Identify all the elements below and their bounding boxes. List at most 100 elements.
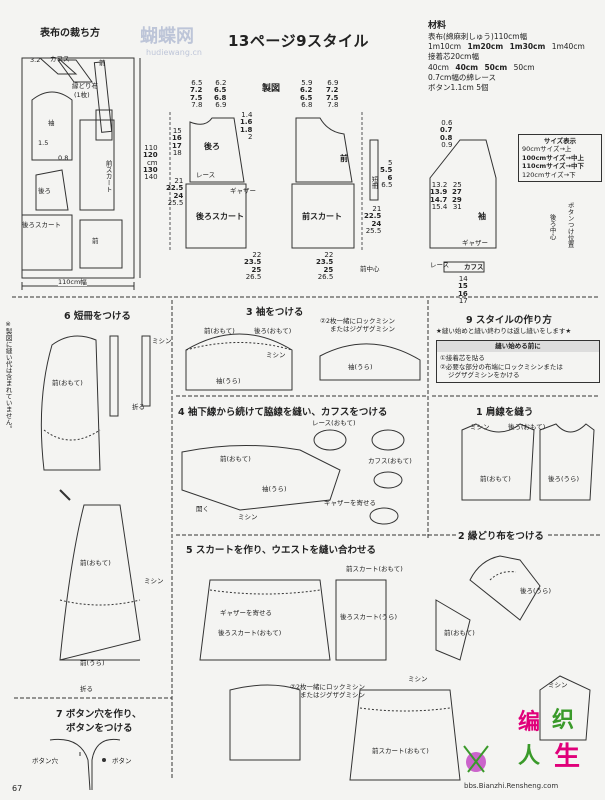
step7-title2: ボタンをつける (66, 723, 133, 734)
tv1: 5.5 (380, 166, 393, 175)
bs2: 1.8 (240, 125, 253, 134)
s6-fold2: 折る (80, 685, 93, 693)
front-bottom: 22 23.5 25 26.5 (316, 251, 334, 281)
bsw3: 25.5 (167, 199, 184, 208)
s2-omote: 前(おもて) (444, 629, 475, 637)
s3-back-omote: 後ろ(おもて) (254, 327, 292, 335)
step1-title: 1 肩線を縫う (476, 407, 534, 418)
cut-cuff: カフス (50, 55, 70, 63)
back-gather: ギャザー (230, 187, 256, 195)
site-logo: 编 织 人 生 bbs.Bianzhi.Rensheng.com (463, 700, 602, 796)
sleeve-h2: 25 27 29 31 (452, 181, 462, 211)
s5-back-skirt-u: 後ろスカート(うら) (340, 613, 398, 621)
materials-line6: ボタン1.1cm 5個 (428, 82, 489, 92)
s6-mishin: ミシン (152, 337, 172, 345)
step7-title: 7 ボタン穴を作り、 (56, 709, 142, 720)
ft21: 7.2 (326, 86, 339, 95)
s1-mishin: ミシン (470, 423, 490, 431)
sh1: 13.9 (430, 188, 448, 197)
s5-front-skirt2: 前スカート(おもて) (372, 747, 429, 755)
cut-length: 110 120 cm 130 140 (143, 144, 158, 182)
logo-char-4: 生 (554, 742, 581, 772)
s3-mishin: ミシン (266, 351, 286, 359)
bh3: 18 (172, 149, 182, 158)
back-label: 後ろ (204, 142, 220, 151)
step6-title: 6 短冊をつける (64, 311, 131, 322)
ft3: 6.8 (301, 101, 313, 110)
s5-zigzag: またはジグザグミシン (300, 691, 365, 699)
bt22: 6.8 (214, 93, 227, 102)
st0: 0.6 (441, 119, 453, 127)
s5-front-skirt: 前スカート(おもて) (346, 565, 403, 573)
cut-length-2: 120 (143, 151, 158, 160)
cut-front-small: 前 (92, 237, 99, 245)
sh0: 13.2 (431, 181, 448, 189)
sh22: 29 (452, 195, 462, 204)
materials-line1: 表布(綿麻刺しゅう)110cm幅 (428, 32, 528, 42)
s4-gather: ギャザーを寄せる (324, 499, 376, 507)
cut-back: 後ろ (38, 187, 51, 195)
s3-sleeve-ura: 袖(うら) (216, 377, 241, 385)
before-2: ②必要な部分の布端にロックミシンまたは (440, 362, 563, 371)
bb3: 26.5 (245, 273, 262, 282)
bs3: 2 (247, 133, 253, 142)
mat-l2a: 1m10cm (428, 42, 462, 52)
s4-omote: 前(おもて) (220, 455, 251, 463)
fb0: 22 (324, 251, 334, 259)
front-top-a: 5.9 6.2 6.5 6.8 (300, 79, 313, 110)
bt2: 7.5 (190, 93, 203, 102)
mat-l4c: 50cm (484, 62, 508, 72)
ft0: 5.9 (301, 79, 313, 87)
cut-length-4: 130 (143, 166, 158, 175)
size-110: 110cmサイズ→中下 (522, 162, 584, 171)
s2-mishin: ミシン (548, 681, 568, 689)
bb2: 25 (251, 265, 262, 274)
mat-l4b: 40cm (455, 62, 479, 72)
back-bottom: 22 23.5 25 26.5 (244, 251, 262, 282)
s1-omote: 前(おもて) (480, 475, 511, 483)
back-top-b: 6.2 6.5 6.8 6.9 (214, 79, 227, 109)
size-box: サイズ表示 90cmサイズ→上 100cmサイズ→中上 110cmサイズ→中下 … (518, 134, 602, 183)
ft2: 6.5 (300, 93, 313, 102)
materials-line3: 接着芯20cm幅 (428, 52, 479, 62)
s6-ura: 前(うら) (80, 659, 105, 667)
s6-fold: 折る (132, 403, 145, 411)
bb0: 22 (252, 251, 262, 259)
bsw1: 22.5 (166, 184, 184, 193)
materials-line2: 1m10cm 1m20cm 1m30cm 1m40cm (428, 42, 585, 52)
cut-binding: 縁どり布 (72, 82, 98, 90)
bsw2: 24 (173, 191, 184, 200)
st3: 0.9 (441, 141, 453, 150)
ft20: 6.9 (327, 79, 339, 87)
s7-buttonhole: ボタン穴 (32, 757, 58, 765)
before-title: 縫い始める前に (437, 341, 599, 352)
fsw2: 24 (371, 219, 382, 228)
cutting-title: 表布の裁ち方 (40, 28, 100, 39)
sleeve-h: 13.2 13.9 14.7 15.4 (430, 181, 448, 211)
cut-m08: 0.8 (58, 154, 69, 162)
sh20: 25 (452, 181, 462, 189)
logo-char-3: 人 (518, 744, 541, 769)
st2: 0.8 (440, 133, 453, 142)
s3-sleeve-ura2: 袖(うら) (348, 363, 373, 371)
bt0: 6.5 (191, 79, 203, 87)
size-90: 90cmサイズ→上 (522, 145, 572, 154)
size-120: 120cmサイズ→下 (522, 170, 576, 179)
watermark-url: hudiewang.cn (146, 48, 202, 57)
bb1: 23.5 (244, 258, 262, 267)
bt1: 7.2 (190, 86, 203, 95)
ft1: 6.2 (300, 86, 313, 95)
size-100: 100cmサイズ→中上 (522, 153, 584, 162)
back-top-a: 6.5 7.2 7.5 7.8 (190, 79, 203, 109)
bh0: 15 (172, 127, 182, 135)
back-skirt-w: 21 22.5 24 25.5 (166, 177, 184, 208)
materials-block: 材料 表布(綿麻刺しゅう)110cm幅 1m10cm 1m20cm 1m30cm… (428, 20, 585, 93)
bsw0: 21 (174, 177, 184, 185)
s4-open: 開く (196, 505, 209, 513)
